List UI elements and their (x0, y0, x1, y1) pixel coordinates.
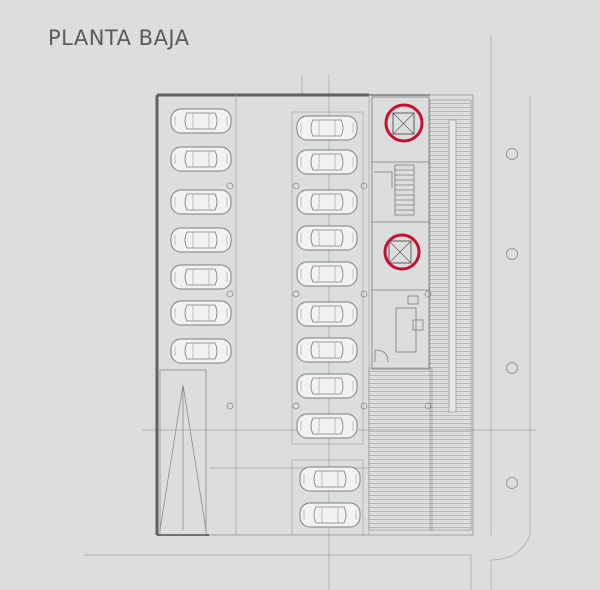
plan-title: PLANTA BAJA (48, 26, 190, 50)
car-icon (296, 301, 358, 327)
car-icon (296, 337, 358, 363)
car-icon (170, 300, 232, 326)
car-icon (299, 502, 361, 528)
ramp (159, 369, 207, 536)
car-icon (170, 189, 232, 215)
elevator-lower (383, 233, 421, 271)
planter-strip (448, 119, 457, 413)
columns (226, 148, 518, 489)
car-icon (296, 413, 358, 439)
car-icon (296, 373, 358, 399)
car-icon (296, 115, 358, 141)
car-icon (296, 189, 358, 215)
car-icon (296, 225, 358, 251)
elevator-highlight-icon (384, 103, 424, 143)
car-icon (296, 149, 358, 175)
service-core (371, 96, 430, 370)
car-icon (170, 108, 232, 134)
car-icon (170, 146, 232, 172)
car-icon (170, 338, 232, 364)
car-icon (170, 227, 232, 253)
elevator-upper (384, 103, 424, 143)
car-icon (296, 261, 358, 287)
hatched-entrance (368, 367, 433, 531)
car-icon (170, 264, 232, 290)
car-icon (299, 466, 361, 492)
elevator-highlight-icon (383, 233, 421, 271)
